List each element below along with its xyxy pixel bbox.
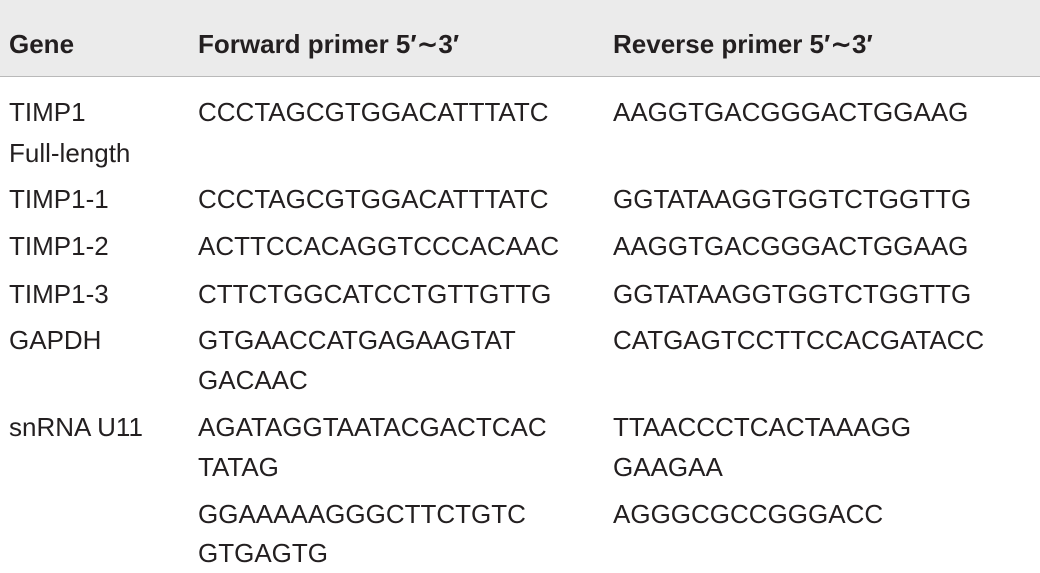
cell-forward-primer: TATAG <box>198 452 279 482</box>
cell-gene: Full-length <box>9 138 131 168</box>
cell-forward-primer: ACTTCCACAGGTCCCACAAC <box>198 231 560 261</box>
cell-forward-primer: AGATAGGTAATACGACTCAC <box>198 412 547 442</box>
cell-gene: TIMP1-1 <box>9 184 109 214</box>
cell-forward-primer: GACAAC <box>198 365 308 395</box>
cell-gene: GAPDH <box>9 325 102 355</box>
table-header <box>0 0 1040 76</box>
cell-gene: TIMP1-3 <box>9 279 109 309</box>
cell-forward-primer: GGAAAAAGGGCTTCTGTC <box>198 499 526 529</box>
cell-gene: snRNA U11 <box>9 412 143 442</box>
header-gene: Gene <box>9 29 75 59</box>
cell-reverse-primer: AGGGCGCCGGGACC <box>613 499 884 529</box>
header-forward-primer: Forward primer 5′∼3′ <box>198 29 460 59</box>
cell-gene: TIMP1 <box>9 97 86 127</box>
cell-forward-primer: CCCTAGCGTGGACATTTATC <box>198 97 549 127</box>
cell-reverse-primer: TTAACCCTCACTAAAGG <box>613 412 912 442</box>
cell-forward-primer: CCCTAGCGTGGACATTTATC <box>198 184 549 214</box>
cell-gene: TIMP1-2 <box>9 231 109 261</box>
cell-reverse-primer: AAGGTGACGGGACTGGAAG <box>613 231 969 261</box>
cell-reverse-primer: GGTATAAGGTGGTCTGGTTG <box>613 184 972 214</box>
cell-forward-primer: GTGAACCATGAGAAGTAT <box>198 325 516 355</box>
cell-reverse-primer: GAAGAA <box>613 452 723 482</box>
cell-forward-primer: GTGAGTG <box>198 538 328 568</box>
header-reverse-primer: Reverse primer 5′∼3′ <box>613 29 873 59</box>
cell-reverse-primer: CATGAGTCCTTCCACGATACC <box>613 325 985 355</box>
header-divider <box>0 76 1040 77</box>
cell-reverse-primer: AAGGTGACGGGACTGGAAG <box>613 97 969 127</box>
cell-forward-primer: CTTCTGGCATCCTGTTGTTG <box>198 279 552 309</box>
cell-reverse-primer: GGTATAAGGTGGTCTGGTTG <box>613 279 972 309</box>
